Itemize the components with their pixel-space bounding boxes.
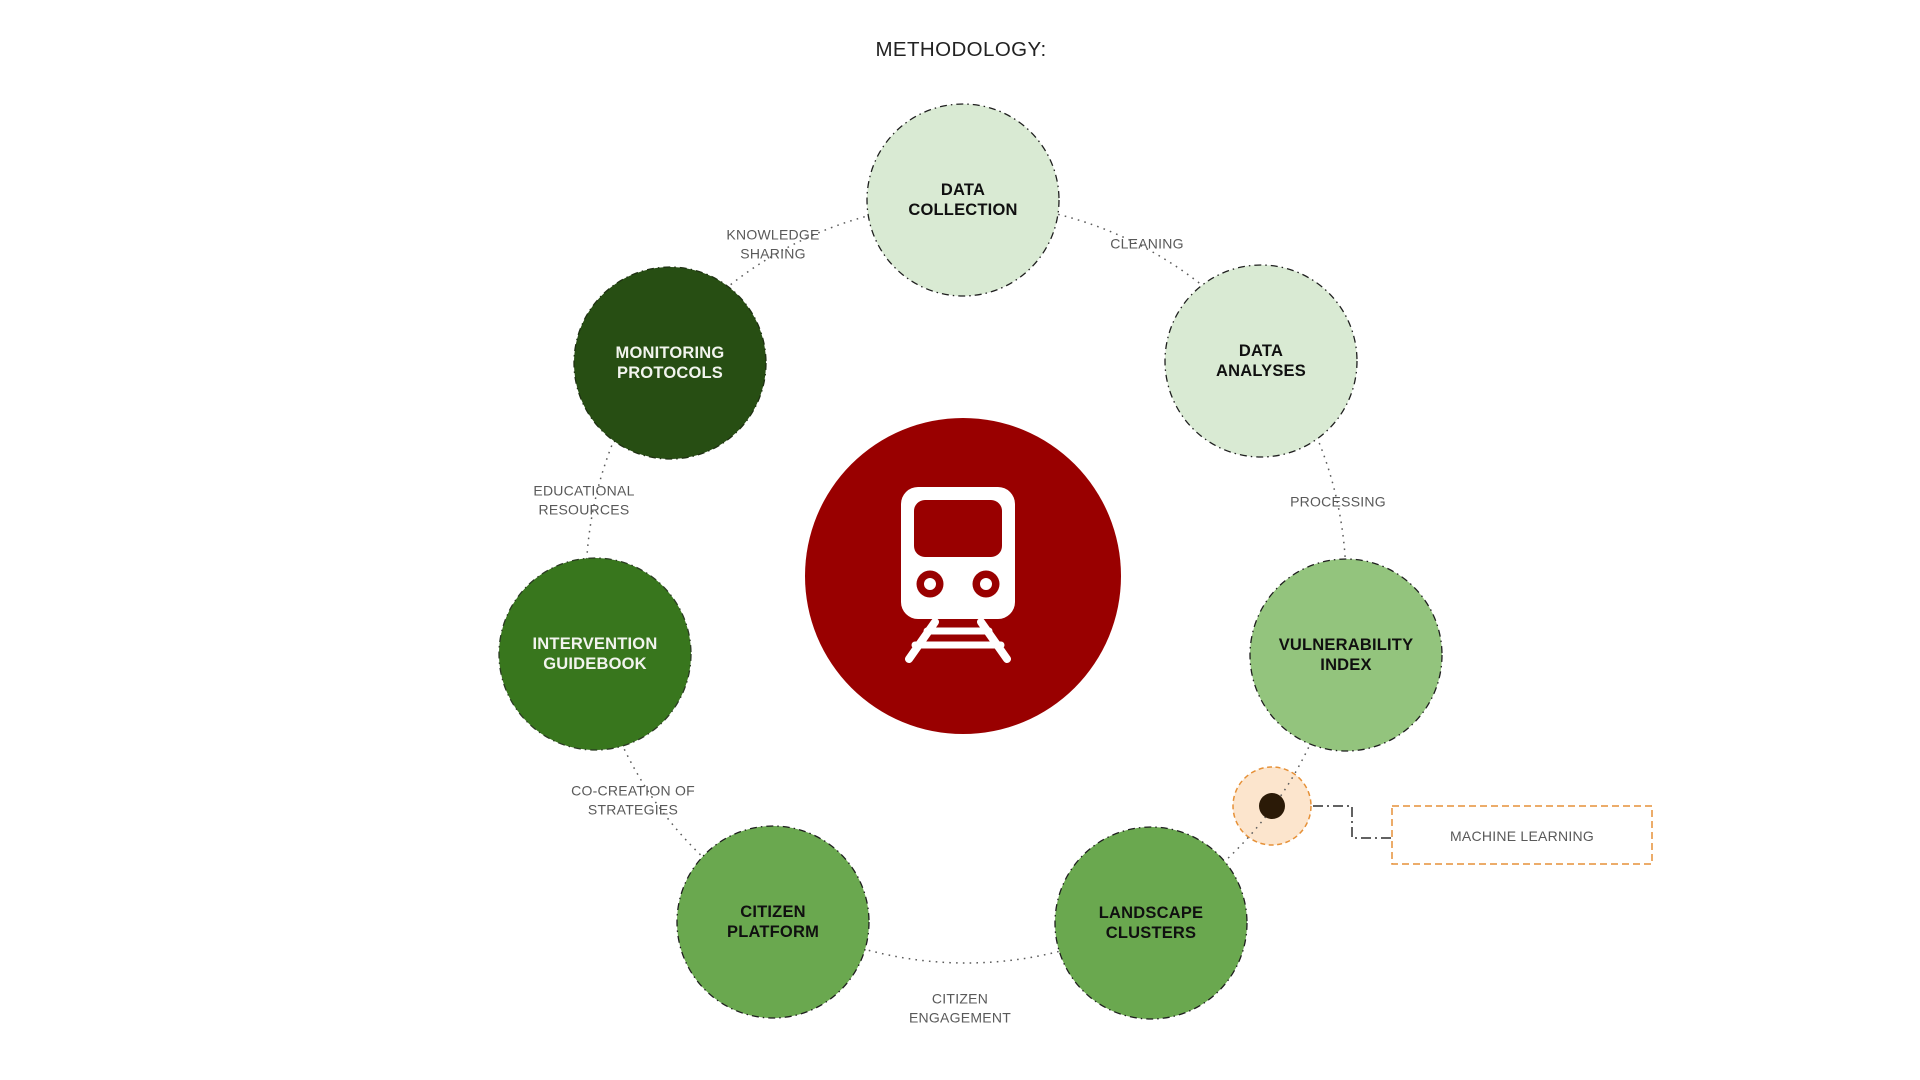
- node-circle-data-collection: [866, 103, 1060, 297]
- node-label-data-collection: DATA COLLECTION: [908, 180, 1018, 219]
- edge-label-co-creation-of-strategies: CO-CREATION OF STRATEGIES: [571, 782, 695, 818]
- node-circle-vulnerability-index: [1249, 558, 1443, 752]
- machine-learning-box-label: MACHINE LEARNING: [1449, 828, 1595, 844]
- edge-label-cleaning: CLEANING: [1110, 235, 1184, 252]
- node-circle-landscape-clusters: [1054, 826, 1248, 1020]
- machine-learning-node-border: [1232, 766, 1312, 846]
- edge-label-educational-resources: EDUCATIONAL RESOURCES: [533, 482, 635, 518]
- train-icon: [901, 487, 1015, 663]
- node-circle-intervention-guidebook: [498, 557, 692, 751]
- machine-learning-box: [1391, 805, 1653, 865]
- node-label-citizen-platform: CITIZEN PLATFORM: [726, 902, 820, 941]
- page-title: METHODOLOGY:: [875, 38, 1047, 61]
- node-label-monitoring-protocols: MONITORING PROTOCOLS: [615, 343, 725, 382]
- machine-learning-dot: [1259, 793, 1285, 819]
- node-label-vulnerability-index: VULNERABILITY INDEX: [1278, 635, 1414, 674]
- edge-label-processing: PROCESSING: [1290, 493, 1386, 510]
- node-label-data-analyses: DATA ANALYSES: [1216, 341, 1306, 380]
- node-label-intervention-guidebook: INTERVENTION GUIDEBOOK: [532, 634, 658, 673]
- node-circle-citizen-platform: [676, 825, 870, 1019]
- edge-label-citizen-engagement: CITIZEN ENGAGEMENT: [908, 990, 1012, 1026]
- machine-learning-connector: [1313, 805, 1391, 839]
- edge-label-knowledge-sharing: KNOWLEDGE SHARING: [726, 226, 820, 262]
- node-circle-monitoring-protocols: [573, 266, 767, 460]
- node-label-landscape-clusters: LANDSCAPE CLUSTERS: [1098, 903, 1204, 942]
- node-circle-data-analyses: [1164, 264, 1358, 458]
